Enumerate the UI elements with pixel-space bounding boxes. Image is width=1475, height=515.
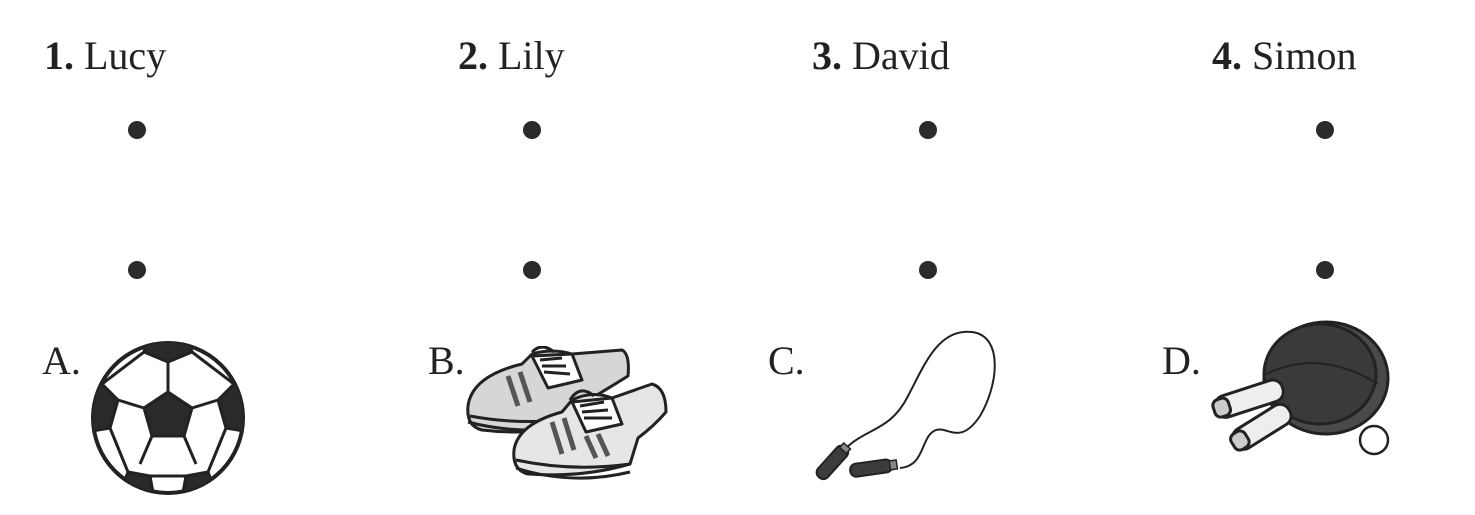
soccer-ball-icon [91, 341, 245, 495]
match-dot-bottom-2[interactable] [523, 261, 541, 279]
person-2-name: Lily [498, 33, 565, 78]
person-3: 3. David [812, 30, 950, 82]
person-3-number: 3. [812, 33, 842, 78]
match-dot-top-3[interactable] [919, 121, 937, 139]
match-dot-bottom-3[interactable] [919, 261, 937, 279]
option-c-label: C. [768, 338, 805, 383]
option-b-label: B. [428, 338, 465, 383]
person-4-number: 4. [1212, 33, 1242, 78]
match-dot-bottom-1[interactable] [128, 261, 146, 279]
person-1-name: Lucy [84, 33, 167, 78]
person-4-name: Simon [1252, 33, 1357, 78]
match-dot-top-2[interactable] [523, 121, 541, 139]
match-dot-top-4[interactable] [1316, 121, 1334, 139]
person-4: 4. Simon [1212, 30, 1356, 82]
person-1: 1. Lucy [44, 30, 166, 82]
person-3-name: David [852, 33, 950, 78]
option-a-label: A. [42, 338, 81, 383]
match-dot-top-1[interactable] [128, 121, 146, 139]
person-2-number: 2. [458, 33, 488, 78]
sneakers-icon [466, 346, 668, 480]
jump-rope-icon [815, 330, 996, 481]
person-2: 2. Lily [458, 30, 565, 82]
person-1-number: 1. [44, 33, 74, 78]
option-d-label: D. [1162, 338, 1201, 383]
match-dot-bottom-4[interactable] [1316, 261, 1334, 279]
ping-pong-paddles-icon [1211, 320, 1390, 456]
